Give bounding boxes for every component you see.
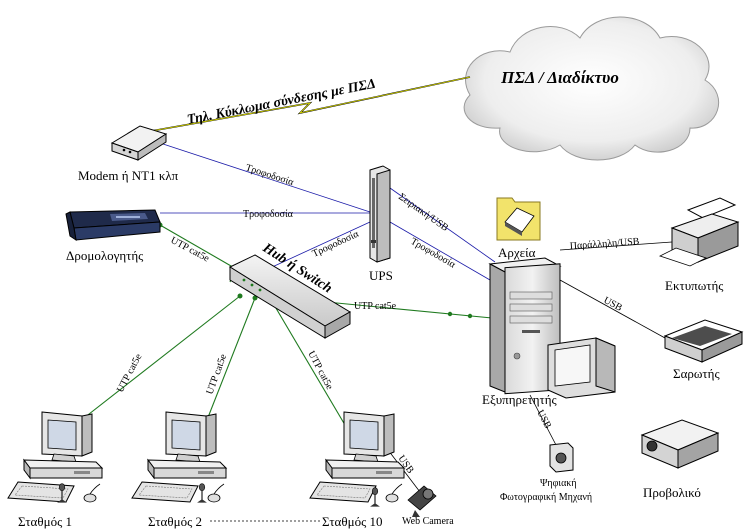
power-server-label: Τροφοδοσία bbox=[409, 236, 458, 271]
projector-label: Προβολικό bbox=[643, 485, 701, 500]
utp-st2-label: UTP cat5e bbox=[204, 352, 229, 396]
web-camera-device bbox=[407, 485, 437, 517]
hub-switch-device bbox=[228, 254, 351, 339]
power-modem-label: Τροφοδοσία bbox=[244, 162, 296, 188]
leased-line: Τηλ. Κύκλωμα σύνδεσης με ΠΣΔ bbox=[139, 76, 471, 134]
files-label: Αρχεία bbox=[498, 245, 536, 260]
files-folder-icon bbox=[496, 197, 541, 241]
printer-device bbox=[658, 197, 740, 267]
station-10 bbox=[309, 411, 405, 508]
station-1-label: Σταθμός 1 bbox=[18, 514, 72, 529]
camera-label-line1: Ψηφιακή bbox=[540, 478, 577, 489]
router-label: Δρομολογητής bbox=[66, 248, 144, 263]
utp-server-label: UTP cat5e bbox=[354, 301, 397, 312]
scanner-device bbox=[663, 319, 744, 363]
usb-scanner-label: USB bbox=[602, 295, 625, 314]
projector-device bbox=[640, 419, 720, 469]
camera-label-line2: Φωτογραφική Μηχανή bbox=[500, 492, 592, 503]
modem-label: Modem ή NT1 κλπ bbox=[78, 168, 179, 183]
ups-label: UPS bbox=[369, 268, 393, 283]
cloud-label: ΠΣΔ / Διαδίκτυο bbox=[500, 68, 619, 87]
power-hub-label: Τροφοδοσία bbox=[311, 228, 362, 259]
server-monitor bbox=[547, 337, 616, 399]
scanner-label: Σαρωτής bbox=[673, 366, 720, 381]
utp-st1-label: UTP cat5e bbox=[115, 352, 145, 395]
station-2 bbox=[131, 411, 227, 504]
utp-st10-label: UTP cat5e bbox=[305, 349, 335, 392]
station-2-label: Σταθμός 2 bbox=[148, 514, 202, 529]
power-router-label: Τροφοδοσία bbox=[243, 209, 294, 220]
power-cables bbox=[159, 142, 496, 281]
utp-router-label: UTP cat5e bbox=[169, 235, 212, 265]
parallel-usb-label: Παράλληλη/USB bbox=[569, 236, 640, 252]
server-label: Εξυπηρετητής bbox=[482, 392, 558, 407]
printer-label: Εκτυπωτής bbox=[665, 278, 724, 293]
router-device bbox=[65, 209, 161, 242]
webcam-label: Web Camera bbox=[402, 516, 454, 527]
serial-usb-label: Σειριακή/USB bbox=[396, 191, 450, 234]
usb-camera-label: USB bbox=[534, 408, 553, 431]
ups-device bbox=[369, 165, 391, 263]
internet-cloud: ΠΣΔ / Διαδίκτυο bbox=[463, 16, 720, 161]
station-1 bbox=[7, 411, 103, 504]
modem-device bbox=[110, 125, 168, 161]
digital-camera-device bbox=[549, 442, 574, 473]
server-tower bbox=[488, 257, 562, 395]
station-10-label: Σταθμός 10 bbox=[322, 514, 382, 529]
